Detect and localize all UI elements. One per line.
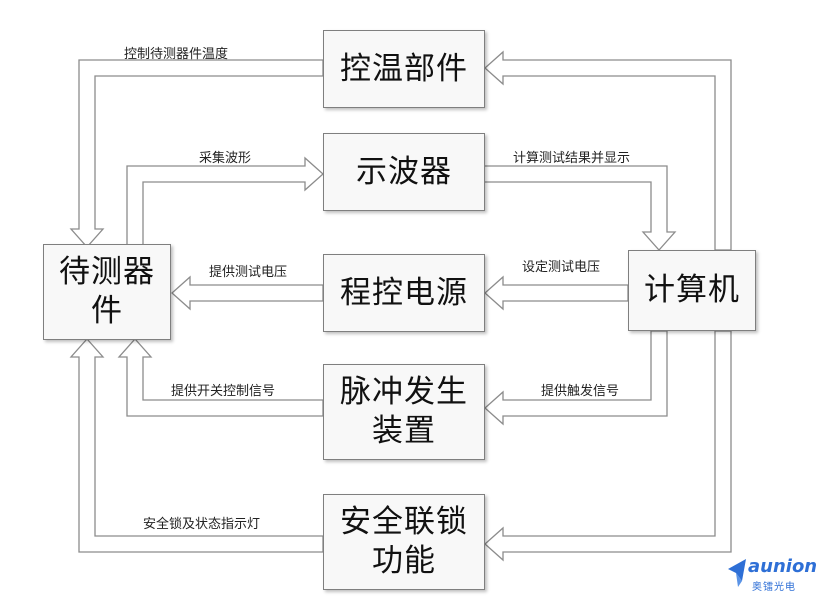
watermark-brand: aunion (748, 556, 818, 577)
dut-label-line2: 件 (91, 293, 123, 329)
pulse-device-node: 脉冲发生 装置 (323, 364, 485, 460)
arrow-temp-to-dut (69, 59, 324, 248)
pulse-device-label-line2: 装置 (372, 413, 436, 449)
arrow-dut-to-scope (126, 156, 324, 248)
edge-label-safety-to-dut: 安全锁及状态指示灯 (143, 517, 261, 532)
dut-label-line1: 待测器 (59, 254, 155, 291)
watermark-sub: 奥镭光电 (752, 582, 796, 593)
arrow-pulse-to-dut (117, 338, 324, 417)
arrow-scope-to-computer (483, 165, 677, 251)
arrow-power-to-dut (171, 275, 324, 311)
edge-label-computer-to-pulse: 提供触发信号 (541, 384, 620, 399)
edge-label-pulse-to-dut: 提供开关控制信号 (171, 384, 276, 399)
computer-label: 计算机 (644, 272, 740, 309)
edge-label-computer-to-power: 设定测试电压 (522, 260, 601, 275)
program-power-node: 程控电源 (323, 254, 485, 332)
oscilloscope-label: 示波器 (356, 153, 452, 190)
dut-node: 待测器 件 (43, 244, 171, 340)
arrow-safety-to-dut (69, 338, 324, 553)
pulse-device-label-line1: 脉冲发生 (340, 374, 468, 411)
edge-label-power-to-dut: 提供测试电压 (209, 265, 288, 280)
edge-label-temp-to-dut: 控制待测器件温度 (124, 47, 229, 62)
edge-label-scope-to-computer: 计算测试结果并显示 (513, 151, 631, 166)
temp-control-label: 控温部件 (340, 50, 468, 87)
program-power-label: 程控电源 (340, 274, 468, 311)
arrow-computer-to-temp (484, 50, 732, 251)
arrow-computer-to-safety (484, 330, 732, 562)
safety-interlock-label-line2: 功能 (372, 543, 436, 579)
safety-interlock-label-line1: 安全联锁 (340, 504, 468, 541)
arrow-computer-to-power (484, 275, 629, 311)
aunion-logo-icon (728, 559, 746, 587)
temp-control-node: 控温部件 (323, 30, 485, 108)
oscilloscope-node: 示波器 (323, 133, 485, 211)
safety-interlock-node: 安全联锁 功能 (323, 494, 485, 590)
computer-node: 计算机 (628, 250, 756, 331)
edge-label-dut-to-scope: 采集波形 (199, 151, 252, 166)
arrow-computer-to-pulse (484, 330, 668, 426)
